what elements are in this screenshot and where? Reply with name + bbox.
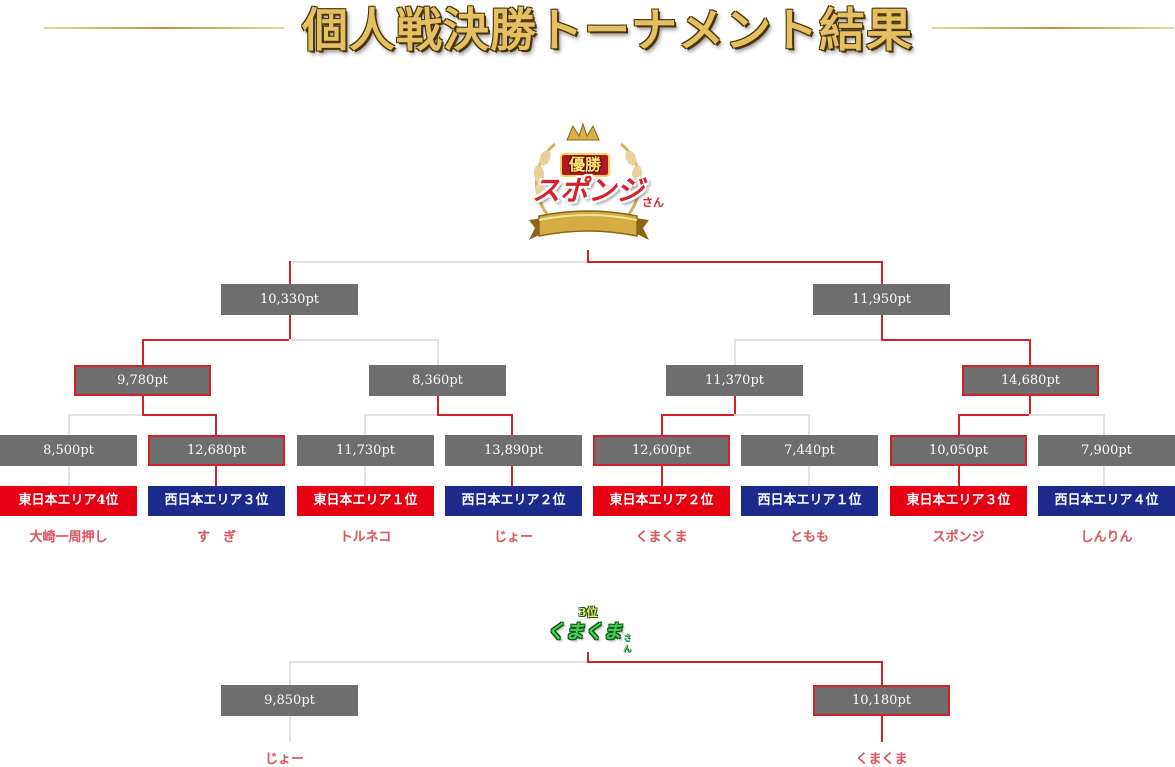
third-place-badge: 3位 くまくま さん (546, 606, 632, 654)
qf-line (68, 414, 144, 416)
winner-suffix: さん (642, 196, 664, 209)
third-place-player: くまくま (855, 752, 908, 767)
third-place-suffix: さん (623, 632, 631, 653)
region-label-west: 西日本エリア１位 (741, 486, 878, 516)
page-title: 個人戦決勝トーナメント結果 (302, 3, 913, 57)
semi-line (1029, 339, 1031, 365)
semifinal-score-left: 10,330pt (221, 284, 358, 315)
third-place-score: 10,180pt (813, 685, 950, 716)
semi-line (881, 339, 1031, 341)
third-place-line (289, 716, 291, 742)
qf-line (1103, 414, 1105, 435)
semi-line (289, 314, 291, 340)
r1-stem (364, 466, 366, 486)
region-label-west: 西日本エリア４位 (1038, 486, 1175, 516)
qf-line (808, 414, 810, 435)
r1-stem (215, 466, 217, 486)
qf-line (1029, 414, 1105, 416)
player-name: トルネコ (339, 530, 392, 545)
third-place-player: じょー (264, 752, 304, 767)
semi-line (437, 339, 439, 365)
qf-line (68, 414, 70, 435)
player-name: じょー (493, 530, 533, 545)
qf-line (437, 396, 439, 415)
semi-line (142, 339, 291, 341)
third-place-name: くまくま (546, 621, 623, 643)
round1-score: 12,680pt (148, 435, 285, 466)
r1-stem (511, 466, 513, 486)
region-label-east: 東日本エリア２位 (593, 486, 730, 516)
final-line (587, 250, 589, 263)
player-name: す ぎ (196, 530, 236, 545)
player-name: くまくま (635, 530, 688, 545)
round1-score: 11,730pt (297, 435, 434, 466)
qf-line (142, 414, 217, 416)
laurel-crown-icon (529, 122, 649, 240)
region-label-east: 東日本エリア１位 (297, 486, 434, 516)
winner-name: スポンジ (531, 174, 644, 207)
final-line (587, 261, 883, 263)
final-line (289, 261, 589, 263)
r1-stem (1103, 466, 1105, 486)
qf-line (215, 414, 217, 435)
quarterfinal-score: 14,680pt (962, 365, 1099, 396)
r1-stem (661, 466, 663, 486)
semifinal-score-right: 11,950pt (813, 284, 950, 315)
third-place-line (587, 661, 883, 663)
round1-score: 8,500pt (0, 435, 137, 466)
qf-line (734, 396, 736, 415)
region-label-east: 東日本エリア4位 (0, 486, 137, 516)
quarterfinal-score: 9,780pt (74, 365, 211, 396)
qf-line (661, 414, 736, 416)
round1-score: 10,050pt (890, 435, 1027, 466)
semi-line (881, 314, 883, 340)
round1-score: 7,900pt (1038, 435, 1175, 466)
qf-line (958, 414, 960, 435)
round1-score: 7,440pt (741, 435, 878, 466)
qf-line (142, 396, 144, 415)
quarterfinal-score: 8,360pt (369, 365, 506, 396)
player-name: スポンジ (932, 530, 985, 545)
round1-score: 13,890pt (445, 435, 582, 466)
semi-line (734, 339, 736, 365)
qf-line (364, 414, 366, 435)
player-name: ともも (789, 530, 829, 545)
region-label-east: 東日本エリア３位 (890, 486, 1027, 516)
region-label-west: 西日本エリア２位 (445, 486, 582, 516)
third-place-line (289, 661, 589, 663)
third-place-line (587, 652, 589, 663)
winner-label: 優勝 (568, 155, 601, 174)
qf-line (661, 414, 663, 435)
winner-badge: 優勝 スポンジ さん (525, 122, 665, 254)
title-rule-left (44, 27, 284, 29)
region-label-west: 西日本エリア３位 (148, 486, 285, 516)
quarterfinal-score: 11,370pt (666, 365, 803, 396)
final-line (289, 261, 291, 285)
round1-score: 12,600pt (593, 435, 730, 466)
r1-stem (68, 466, 70, 486)
player-name: 大崎一周押し (29, 530, 108, 545)
player-name: しんりん (1080, 530, 1133, 545)
qf-line (364, 414, 439, 416)
third-place-score: 9,850pt (221, 685, 358, 716)
semi-line (734, 339, 883, 341)
r1-stem (958, 466, 960, 486)
final-line (881, 261, 883, 285)
qf-line (1029, 396, 1031, 415)
third-place-line (289, 661, 291, 685)
third-place-line (881, 661, 883, 685)
semi-line (142, 339, 144, 365)
qf-line (511, 414, 513, 435)
qf-line (958, 414, 1031, 416)
title-rule-right (932, 27, 1174, 29)
r1-stem (808, 466, 810, 486)
qf-line (734, 414, 810, 416)
third-place-label: 3位 (578, 606, 598, 619)
semi-line (289, 339, 439, 341)
qf-line (437, 414, 513, 416)
third-place-line (881, 716, 883, 742)
